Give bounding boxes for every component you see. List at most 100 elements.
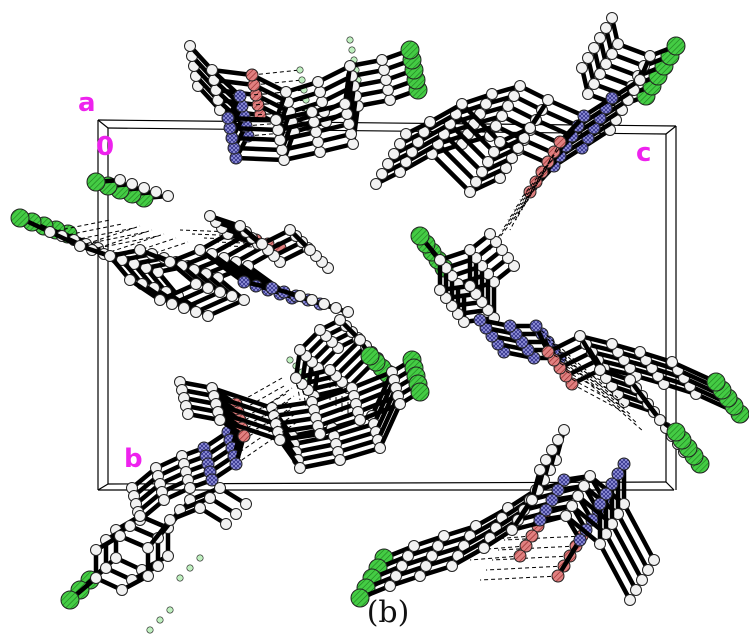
carbon-atom [114,174,126,186]
carbon-atom [636,574,648,586]
hydrogen-bond [553,359,607,389]
carbon-atom [534,464,546,476]
hydrogen-bond [235,377,283,405]
carbon-atom [342,306,354,318]
bond [277,431,323,443]
carbon-atom [316,96,328,108]
bond [473,505,511,529]
hydrogen-atom [166,606,174,614]
carbon-atom [166,298,178,310]
hydrogen-atom [348,46,356,54]
carbon-atom [494,136,506,148]
oxygen-atom [551,569,565,583]
carbon-atom [220,518,232,530]
chlorine-atom [60,590,80,610]
carbon-atom [606,48,618,60]
hydrogen-bond [559,357,645,433]
carbon-atom [438,530,450,542]
carbon-atom [184,482,196,494]
carbon-atom [582,52,594,64]
carbon-atom [402,550,414,562]
carbon-atom [566,500,578,512]
carbon-atom [284,224,296,236]
bond [217,417,283,443]
carbon-atom [314,86,326,98]
carbon-atom [634,74,646,86]
carbon-atom [486,88,498,100]
bond [157,281,199,303]
carbon-atom [612,38,624,50]
hydrogen-atom [346,36,354,44]
carbon-atom [400,128,412,140]
carbon-atom [490,120,502,132]
carbon-atom [214,286,226,298]
chlorine-atom [410,226,430,246]
chlorine-atom [666,36,686,56]
carbon-atom [524,122,536,134]
carbon-atom [324,364,336,376]
hydrogen-atom [186,564,194,572]
bond [213,401,279,427]
carbon-atom [126,178,138,190]
chlorine-atom [410,382,430,402]
bond [273,109,315,123]
bond [293,441,339,455]
hydrogen-bond [571,383,625,413]
axis-label-b: b [124,444,143,474]
bond [337,445,383,463]
carbon-atom [194,502,206,514]
carbon-atom [312,136,324,148]
carbon-atom [558,424,570,436]
bond [455,535,493,559]
nitrogen-atom [593,497,607,511]
carbon-atom [354,414,366,426]
carbon-atom [426,550,438,562]
bond [281,149,323,163]
carbon-atom [274,434,286,446]
hydrogen-bond [235,419,301,465]
bond [467,515,505,539]
carbon-atom [624,374,636,386]
carbon-atom [104,250,116,262]
carbon-atom [310,126,322,138]
carbon-atom [304,244,316,256]
carbon-atom [634,346,646,358]
carbon-atom [276,144,288,156]
carbon-atom [204,210,216,222]
carbon-atom [482,304,494,316]
carbon-atom [434,254,446,266]
hydrogen-atom [196,554,204,562]
hydrogen-bond [91,229,153,251]
bond [563,513,603,547]
bond [139,281,175,307]
carbon-atom [574,330,586,342]
carbon-atom [274,134,286,146]
carbon-atom [178,302,190,314]
carbon-atom [90,544,102,556]
nitrogen-atom [503,319,517,333]
carbon-atom [384,580,396,592]
bond [353,385,399,407]
carbon-atom [278,154,290,166]
carbon-atom [506,524,518,536]
carbon-atom [142,542,154,554]
carbon-atom [272,124,284,136]
nitrogen-atom [557,473,571,487]
carbon-atom [478,542,490,554]
carbon-atom [560,510,572,522]
hydrogen-bond [547,341,633,417]
oxygen-atom [541,155,555,169]
bond [277,129,319,143]
nitrogen-atom [545,493,559,507]
bond [539,107,581,129]
carbon-atom [424,116,436,128]
carbon-atom [90,572,102,584]
carbon-atom [654,414,666,426]
carbon-atom [164,256,176,268]
carbon-atom [190,306,202,318]
bond [309,385,355,405]
carbon-atom [294,344,306,356]
bond [621,501,657,563]
carbon-atom [476,166,488,178]
